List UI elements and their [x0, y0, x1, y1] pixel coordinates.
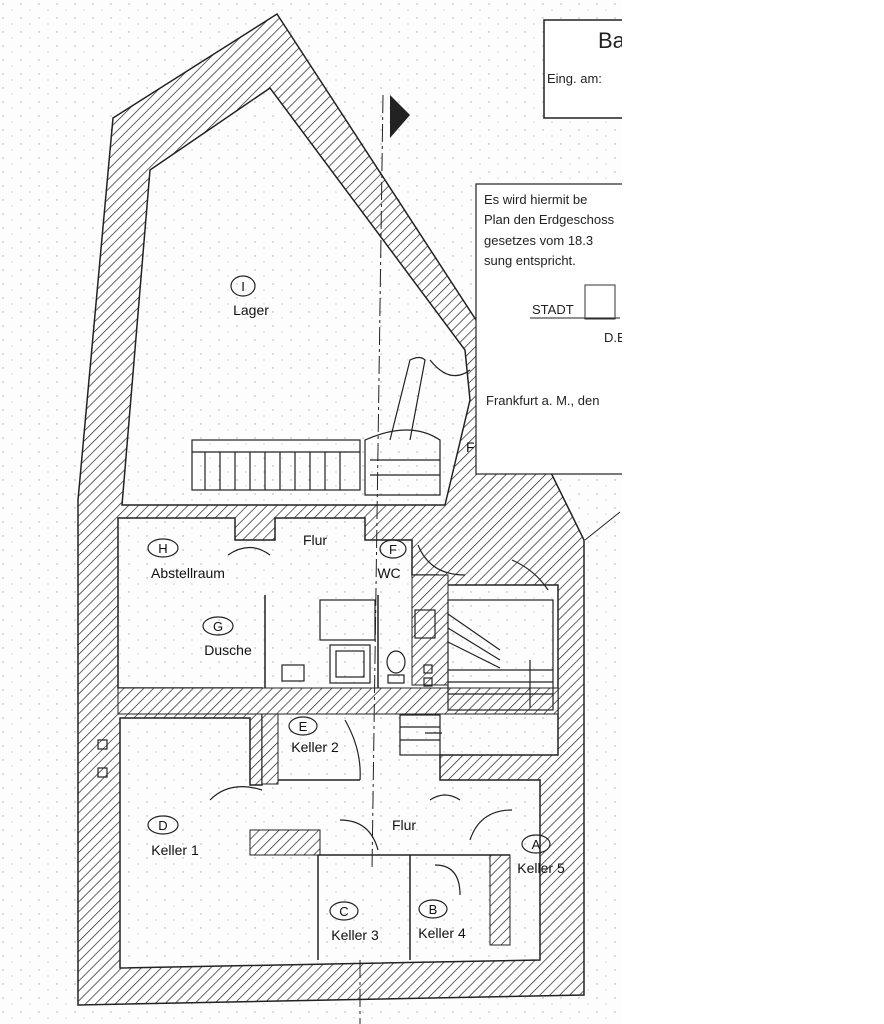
room-name-lager: Lager: [233, 302, 269, 318]
stair-right: [399, 599, 554, 756]
corridor-label-bottom: Flur: [392, 817, 416, 833]
stair-upper: [191, 356, 441, 496]
partitions: [264, 595, 510, 960]
room-name-keller2: Keller 2: [291, 739, 339, 755]
stamp-received: Eing. am:: [547, 71, 602, 86]
room-name-keller1: Keller 1: [151, 842, 199, 858]
seal-text: STADT: [532, 302, 574, 317]
room-id-c: C: [339, 904, 348, 919]
inner-wall-bottom: [249, 829, 321, 856]
stamp-initials: D.E: [604, 330, 626, 345]
room-markers: [147, 275, 551, 921]
city-line: Frankfurt a. M., den: [486, 393, 599, 408]
room-name-dusche: Dusche: [204, 642, 252, 658]
cert-line-4: sung entspricht.: [484, 253, 576, 268]
room-name-abstellraum: Abstellraum: [151, 565, 225, 581]
room-name-keller3: Keller 3: [331, 927, 379, 943]
room-id-h: H: [158, 541, 167, 556]
seal-icon: [584, 284, 616, 320]
room-id-a: A: [532, 837, 541, 852]
room-name-keller4: Keller 4: [418, 925, 466, 941]
section-line: [371, 94, 384, 871]
inner-wall-keller5: [489, 854, 511, 946]
room-id-i: I: [241, 279, 245, 294]
sanitary-fixtures: [97, 599, 436, 778]
stamp-title: Ba: [598, 28, 626, 53]
outer-wall: [77, 12, 585, 1006]
room-name-wc: WC: [377, 565, 400, 581]
room-id-g: G: [213, 619, 223, 634]
cert-line-1: Es wird hiermit be: [484, 192, 587, 207]
room-id-e: E: [299, 719, 308, 734]
room-id-f: F: [389, 542, 397, 557]
diagonal-mark: [584, 511, 621, 541]
door-swings: [209, 359, 549, 896]
inner-wall-keller2: [261, 713, 279, 785]
cert-line-3: gesetzes vom 18.3: [484, 233, 593, 248]
room-name-keller5: Keller 5: [517, 860, 565, 876]
corridor-label-top: Flur: [303, 532, 327, 548]
room-id-b: B: [429, 902, 438, 917]
inner-wall-stair: [411, 574, 449, 686]
scan-edge: [622, 0, 884, 1024]
section-arrow: [390, 95, 410, 138]
cert-line-2: Plan den Erdgeschoss: [484, 212, 615, 227]
room-id-d: D: [158, 818, 167, 833]
